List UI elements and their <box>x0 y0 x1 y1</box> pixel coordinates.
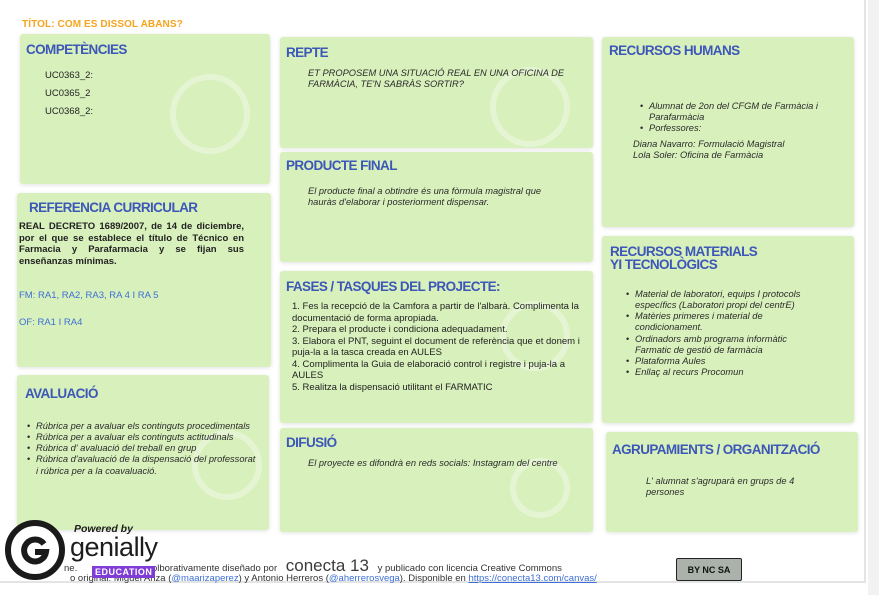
recursos-materials-heading-2: YI TECNOLÒGICS <box>610 257 718 272</box>
list-item: Porfessores: <box>640 123 840 134</box>
producte-final-heading: PRODUCTE FINAL <box>286 158 397 173</box>
referencia-heading: REFERENCIA CURRICULAR <box>29 200 198 215</box>
competencies-heading: COMPETÈNCIES <box>26 42 127 57</box>
footer-text: borativamente diseñado por <box>159 563 278 574</box>
scrollbar-track[interactable] <box>868 0 879 595</box>
page-title: TÍTOL: COM ES DISSOL ABANS? <box>22 19 183 30</box>
recursos-materials-card: RECURSOS MATERIALS YI TECNOLÒGICS Materi… <box>602 236 854 423</box>
recursos-materials-heading-1: RECURSOS MATERIALS <box>610 244 758 259</box>
list-item: Enllaç al recurs Procomun <box>626 367 806 378</box>
education-badge: EDUCATION <box>92 566 156 578</box>
teacher-line: Lola Soler: Oficina de Farmàcia <box>633 150 764 160</box>
footer-text: y publicado con licencia Creative Common… <box>377 563 562 574</box>
genially-logo-icon[interactable] <box>4 519 66 581</box>
recursos-humans-card: RECURSOS HUMANS Alumnat de 2on del CFGM … <box>602 37 854 227</box>
avaluacio-list: Rúbrica per a avaluar els continguts pro… <box>27 421 259 477</box>
decorative-megaphone <box>510 458 570 518</box>
list-item: Ordinadors amb programa informàtic Farma… <box>626 334 806 356</box>
agrupaments-card: AGRUPAMIENTS / ORGANITZACIÓ L' alumnat s… <box>606 432 858 532</box>
list-item: Alumnat de 2on del CFGM de Farmàcia i Pa… <box>640 101 840 123</box>
avaluacio-card: AVALUACIÓ Rúbrica per a avaluar els cont… <box>17 375 269 530</box>
step-item: 2. Prepara el producte i condiciona adeq… <box>292 324 508 336</box>
footer-text: ). Disponible en <box>399 573 466 584</box>
recursos-humans-list: Alumnat de 2on del CFGM de Farmàcia i Pa… <box>640 101 840 135</box>
difusio-text: El proyecte es difondrà en reds socials:… <box>308 458 558 468</box>
handle-link[interactable]: @maarizaperez <box>171 573 239 584</box>
step-item: 3. Elabora el PNT, seguint el document d… <box>292 335 580 359</box>
of-text: OF: RA1 I RA4 <box>19 317 83 328</box>
footer-text: o original: Miguel Ariza ( <box>70 573 172 584</box>
fm-text: FM: RA1, RA2, RA3, RA 4 I RA 5 <box>19 290 159 301</box>
repte-card: REPTE ET PROPOSEM UNA SITUACIÓ REAL EN U… <box>280 37 593 148</box>
fases-heading: FASES / TASQUES DEL PROJECTE: <box>286 279 501 294</box>
decorative-gear <box>500 301 570 371</box>
footer-text: ne. <box>64 563 78 574</box>
list-item: Matèries primeres i material de condicio… <box>626 311 806 333</box>
recursos-humans-heading: RECURSOS HUMANS <box>609 43 740 58</box>
list-item: Material de laboratori, equips I protoco… <box>626 289 806 311</box>
producte-final-card: PRODUCTE FINAL El producte final a obtin… <box>280 152 593 262</box>
list-item: Plataforma Aules <box>626 356 806 367</box>
agrupaments-heading: AGRUPAMIENTS / ORGANITZACIÓ <box>612 442 820 457</box>
step-item: 4. Complimenta la Guia de elaboració con… <box>292 358 565 382</box>
competencies-card: COMPETÈNCIES UC0363_2: UC0365_2 UC0368_2… <box>20 34 270 184</box>
step-item: 5. Realitza la dispensació utilitant el … <box>292 382 493 394</box>
genially-wordmark[interactable]: genially <box>70 532 158 562</box>
list-item: Rúbrica d' avaluació del treball en grup <box>27 443 259 454</box>
decorative-circle <box>490 67 570 147</box>
recursos-materials-list: Material de laboratori, equips I protoco… <box>626 289 806 378</box>
canvas-url-link[interactable]: https://conecta13.com/canvas/ <box>468 573 597 584</box>
avaluacio-heading: AVALUACIÓ <box>25 386 98 401</box>
list-item: Rúbrica per a avaluar els continguts pro… <box>27 421 259 432</box>
list-item: Rúbrica d'avaluació de la dispensació de… <box>27 454 259 476</box>
agrupaments-text: L' alumnat s'agruparà en grups de 4 pers… <box>646 476 795 498</box>
creative-commons-badge[interactable]: BY NC SA <box>676 558 742 581</box>
repte-text: ET PROPOSEM UNA SITUACIÓ REAL EN UNA OFI… <box>308 68 565 90</box>
powered-by-label: Powered by <box>74 523 133 535</box>
list-item: Rúbrica per a avaluar els continguts act… <box>27 432 259 443</box>
conecta13-logo: conecta 13 <box>285 556 369 575</box>
competency-item: UC0365_2 <box>45 88 91 99</box>
footer-line-2: o original: Miguel Ariza (@maarizaperez)… <box>70 573 597 584</box>
repte-heading: REPTE <box>286 45 329 60</box>
producte-final-text: El producte final a obtindre és una fòrm… <box>308 186 542 208</box>
cc-badge-label: BY NC SA <box>687 564 731 575</box>
difusio-card: DIFUSIÓ El proyecte es difondrà en reds … <box>280 428 593 532</box>
step-item: 1. Fes la recepció de la Camfora a parti… <box>292 301 579 324</box>
footer-text: ) y Antonio Herreros ( <box>238 573 329 584</box>
competency-item: UC0363_2: <box>45 70 94 81</box>
decorative-circle <box>170 74 250 154</box>
fases-card: FASES / TASQUES DEL PROJECTE: 1. Fes la … <box>280 271 593 423</box>
decree-text: REAL DECRETO 1689/2007, de 14 de diciemb… <box>19 221 244 267</box>
referencia-card: REFERENCIA CURRICULAR REAL DECRETO 1689/… <box>17 193 271 367</box>
fases-steps: 1. Fes la recepció de la Camfora a parti… <box>292 301 584 394</box>
competency-item: UC0368_2: <box>45 106 94 117</box>
difusio-heading: DIFUSIÓ <box>286 435 337 450</box>
teacher-line: Diana Navarro: Formulació Magistral <box>633 139 785 149</box>
handle-link[interactable]: @aherrerosvega <box>328 573 400 584</box>
